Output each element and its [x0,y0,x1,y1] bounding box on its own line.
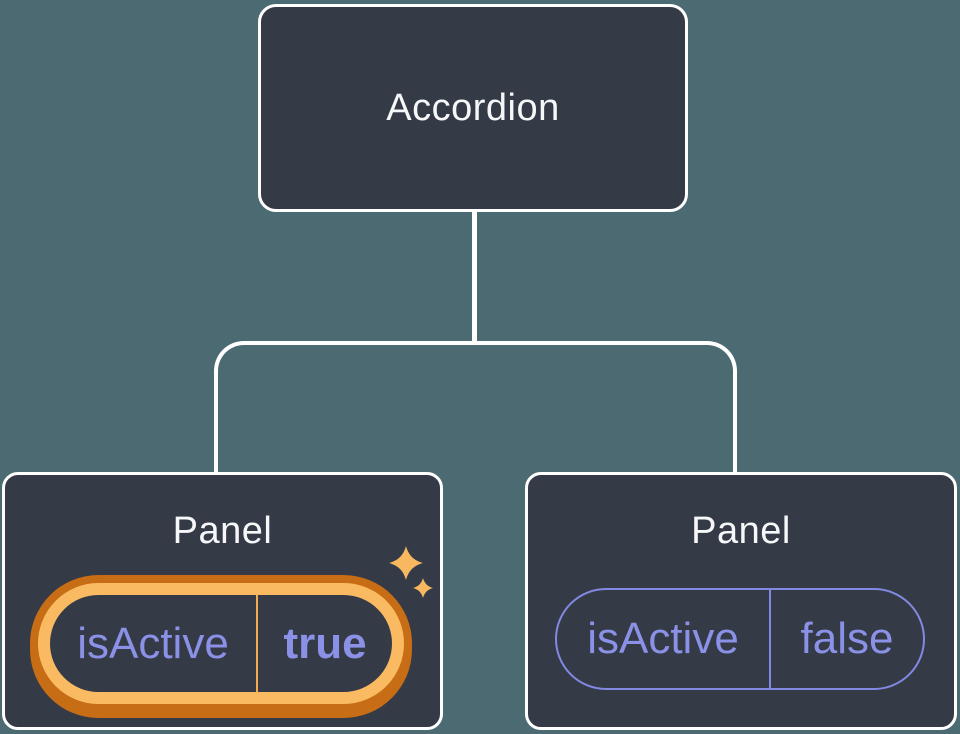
panel-active-title: Panel [172,510,273,552]
connector-branch [214,341,737,472]
connector-stem [472,210,477,345]
prop-name-inactive: isActive [587,614,739,663]
accordion-node: Accordion [258,4,688,212]
prop-value-inactive: false [800,614,894,663]
pill-divider-inactive [769,590,771,688]
accordion-label: Accordion [386,86,560,129]
sparkle-icon [389,546,433,598]
pill-divider-active [256,595,258,692]
prop-pill-inactive: isActive false [555,588,925,690]
prop-pill-active: isActive true [38,583,404,704]
prop-name-active: isActive [77,618,229,668]
panel-inactive-title: Panel [691,510,791,552]
prop-value-active: true [283,618,367,668]
